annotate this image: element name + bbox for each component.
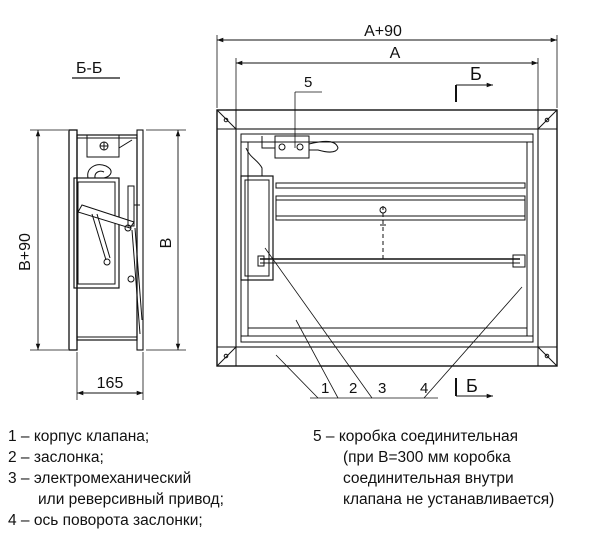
callout-1: 1 (321, 380, 329, 397)
legend-item-1: 1 – корпус клапана; (8, 428, 150, 445)
legend-item-2: 2 – заслонка; (8, 449, 104, 466)
callout-4: 4 (420, 380, 428, 397)
callout-3: 3 (378, 380, 386, 397)
legend-item-4: 4 – ось поворота заслонки; (8, 512, 203, 529)
dim-height-total: B+90 (17, 233, 34, 271)
callout-5: 5 (304, 74, 312, 91)
legend-item-5-note-1: (при B=300 мм коробка (343, 449, 511, 466)
legend-item-3: 3 – электромеханический (8, 470, 192, 487)
dim-height: B (158, 238, 175, 249)
section-mark-top: Б (470, 64, 482, 84)
dim-depth: 165 (97, 375, 124, 392)
legend-item-5-note-3: клапана не устанавливается) (343, 491, 555, 508)
legend-item-3-cont: или реверсивный привод; (38, 491, 224, 508)
section-mark-bottom: Б (466, 376, 478, 396)
dim-width-total: A+90 (364, 23, 402, 40)
legend-right: 5 – коробка соединительная (при B=300 мм… (313, 426, 554, 510)
front-view (216, 35, 558, 399)
callout-2: 2 (349, 380, 357, 397)
section-view: Б-Б (30, 60, 186, 400)
dim-width: A (390, 45, 401, 62)
section-title: Б-Б (76, 60, 102, 77)
legend-left: 1 – корпус клапана; 2 – заслонка; 3 – эл… (8, 426, 224, 531)
legend-item-5: 5 – коробка соединительная (313, 428, 519, 445)
legend-item-5-note-2: соединительная внутри (343, 470, 514, 487)
